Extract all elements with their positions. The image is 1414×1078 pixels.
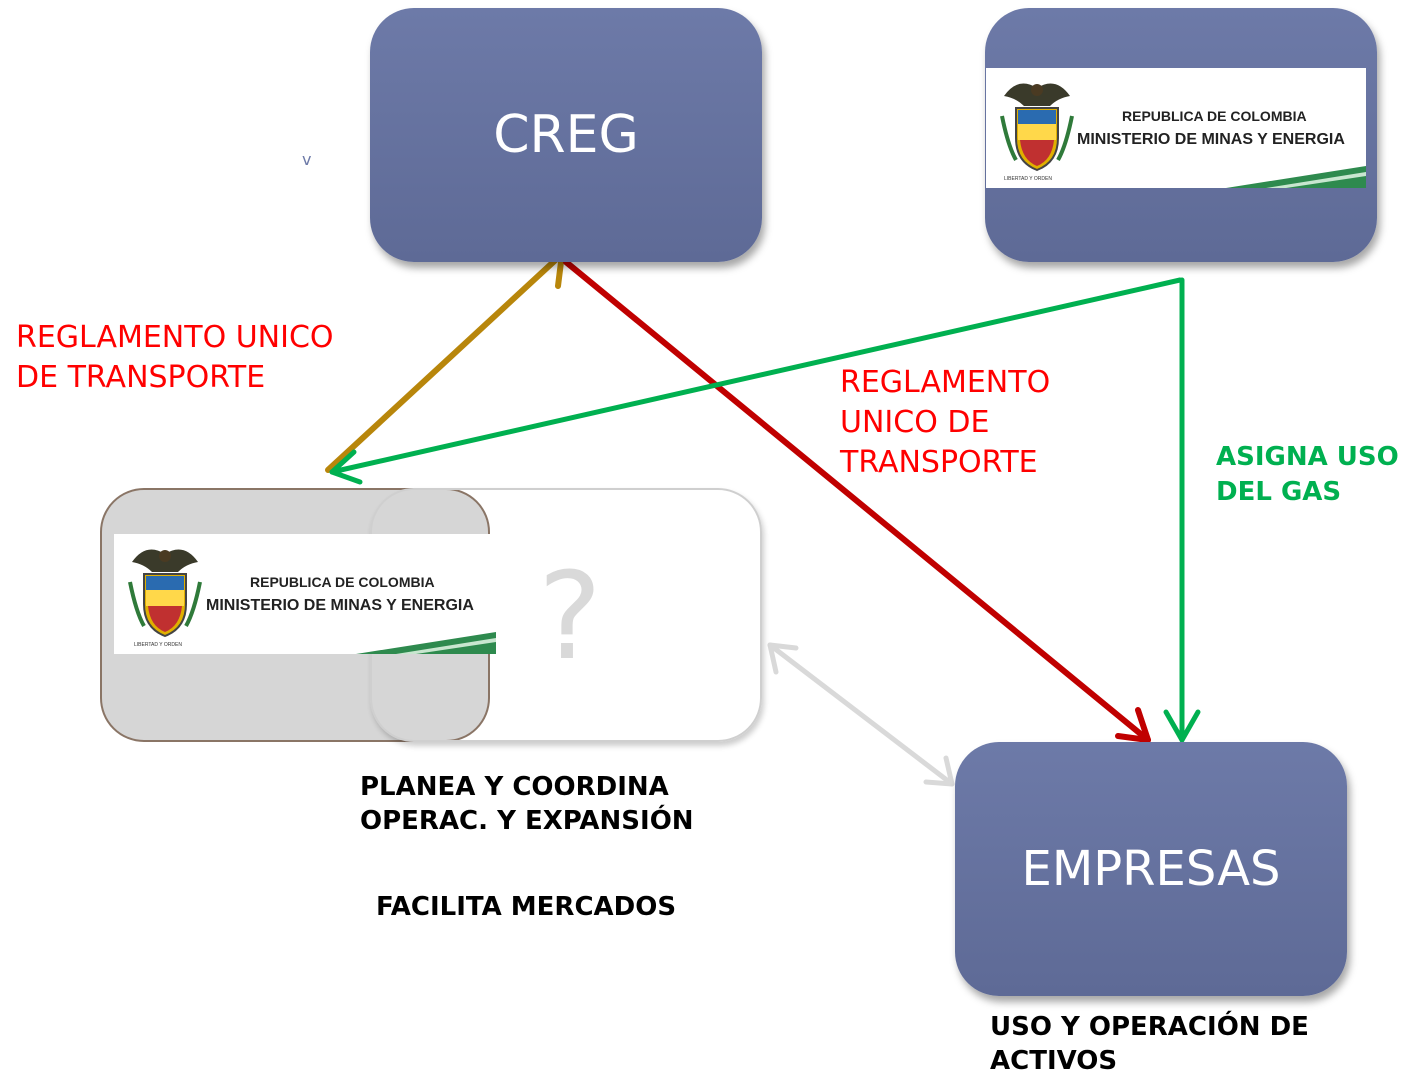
creg-box: CREG: [370, 8, 762, 262]
empresas-label: EMPRESAS: [1021, 841, 1281, 897]
label-asigna-uso: ASIGNA USO DEL GAS: [1216, 442, 1399, 507]
creg-label: CREG: [493, 105, 639, 165]
banner-line1: REPUBLICA DE COLOMBIA: [250, 574, 435, 590]
arrow-ministry-to-creg: [325, 251, 565, 473]
stray-mark: v: [302, 150, 312, 169]
colombia-crest-icon: [128, 549, 202, 638]
label-reglamento-mid: REGLAMENTO UNICO DE TRANSPORTE: [840, 365, 1051, 480]
label-uso-operacion: USO Y OPERACIÓN DE ACTIVOS: [990, 1012, 1309, 1076]
banner-motto: LIBERTAD Y ORDEN: [134, 642, 182, 648]
banner-stripe: [356, 632, 496, 654]
banner-line2: MINISTERIO DE MINAS Y ENERGIA: [1077, 131, 1345, 148]
arrow-unknown-empresas-head-a: [767, 642, 799, 675]
banner-motto: LIBERTAD Y ORDEN: [1004, 176, 1052, 182]
label-planea: PLANEA Y COORDINA OPERAC. Y EXPANSIÓN: [360, 772, 694, 836]
ministry-banner-left: REPUBLICA DE COLOMBIA MINISTERIO DE MINA…: [114, 534, 496, 654]
label-facilita: FACILITA MERCADOS: [376, 892, 677, 922]
banner-line1: REPUBLICA DE COLOMBIA: [1122, 108, 1307, 124]
arrow-unknown-empresas-head-b: [923, 755, 955, 787]
unknown-box-fill: [490, 490, 760, 740]
arrow-creg-to-empresas-head: [1115, 707, 1151, 743]
ministry-banner-top: REPUBLICA DE COLOMBIA MINISTERIO DE MINA…: [986, 68, 1366, 188]
arrow-unknown-empresas: [767, 642, 955, 787]
arrow-minminas-to-pair-head: [329, 449, 363, 485]
empresas-box: EMPRESAS: [955, 742, 1347, 996]
banner-stripe: [1226, 166, 1366, 188]
arrow-creg-to-empresas: [563, 259, 1151, 743]
label-reglamento-left: REGLAMENTO UNICO DE TRANSPORTE: [16, 320, 334, 395]
colombia-crest-icon: [1000, 83, 1074, 172]
arrow-minminas-to-pair: [329, 277, 1183, 475]
arrow-minminas-to-empresas-head: [1163, 709, 1201, 743]
banner-line2: MINISTERIO DE MINAS Y ENERGIA: [206, 597, 474, 614]
unknown-question-mark: ?: [538, 548, 602, 687]
